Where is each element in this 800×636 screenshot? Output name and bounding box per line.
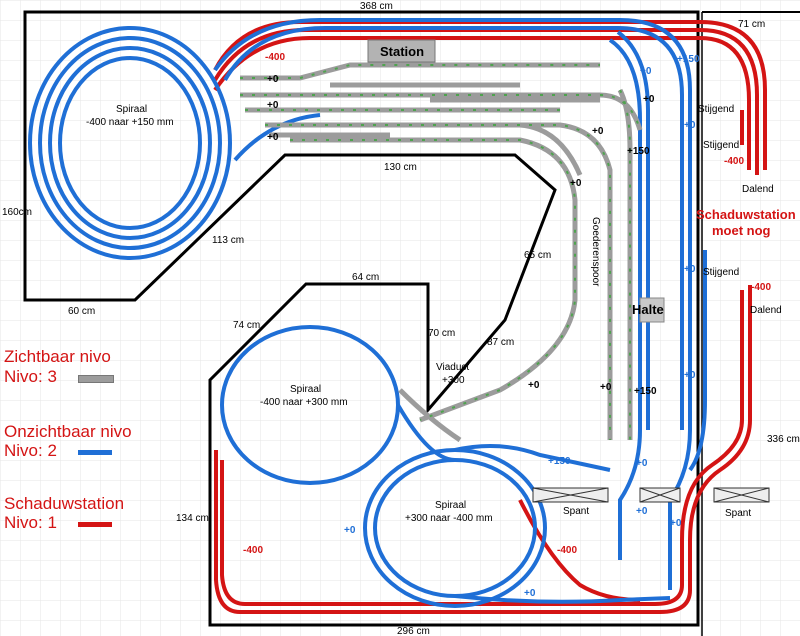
dim-left: 160cm [2,207,32,218]
dim-top: 368 cm [360,1,393,12]
legend-visible-swatch [78,375,114,383]
station-building [367,39,436,63]
spiraal3-title: Spiraal [435,500,466,511]
legend-shadow-title: Schaduwstation [4,494,125,513]
level-plus0: +0 [600,382,612,393]
dim-bottom-left: 60 cm [68,306,95,317]
level-markers: +0 +0 +0 +0 +0 +0 +0 +0 +150 +150 +0 +15… [243,52,771,599]
level-minus400: -400 [724,156,744,167]
level-plus0-hidden: +0 [344,525,356,536]
level-plus150-hidden: +150 [677,54,700,65]
halte-label: Halte [632,302,664,317]
level-plus0-hidden: +0 [640,66,652,77]
dim-diag2: 87 cm [487,337,514,348]
level-plus0-hidden: +0 [684,370,696,381]
dim-bottom: 296 cm [397,626,430,636]
level-plus150: +150 [634,386,657,397]
spant-label-2: Spant [725,508,751,519]
dim-lower-left: 134 cm [176,513,209,524]
legend-shadow-swatch [78,522,112,527]
dim-right: 336 cm [767,434,800,445]
spiraal2-title: Spiraal [290,384,321,395]
level-plus0: +0 [570,178,582,189]
viaduct-level: +300 [442,375,465,386]
spant-trusses [532,487,770,503]
dim-viaduct-side: 70 cm [428,328,455,339]
dim-top-right: 71 cm [738,19,765,30]
spiraal1-range: -400 naar +150 mm [86,117,174,128]
level-plus0: +0 [267,100,279,111]
level-minus400: -400 [557,545,577,556]
baseboard-outline [23,10,800,636]
spant-label-1: Spant [563,506,589,517]
level-plus150: +150 [627,146,650,157]
level-plus0-hidden: +0 [670,518,682,529]
spiraal3-range: +300 naar -400 mm [405,513,493,524]
level-plus0: +0 [592,126,604,137]
level-plus0-hidden: +0 [636,506,648,517]
labels: Station Halte Spiraal -400 naar +150 mm … [86,44,796,524]
stijgend-label-2: Stijgend [703,140,739,151]
legend-hidden-sub: Nivo: 2 [4,441,57,460]
dim-inner-top: 64 cm [352,272,379,283]
halte-building [639,297,665,323]
legend-hidden-title: Onzichtbaar nivo [4,422,132,441]
level-plus0-hidden: +0 [636,458,648,469]
dim-diag: 113 cm [212,235,244,246]
level-minus400: -400 [751,282,771,293]
viaduct-title: Viaduct [436,362,469,373]
level-minus400: -400 [243,545,263,556]
level-plus0: +0 [528,380,540,391]
dim-mid-top: 130 cm [384,162,417,173]
dalend-label-2: Dalend [750,305,782,316]
dim-goederen-left: 65 cm [524,250,551,261]
level-plus0: +0 [643,94,655,105]
level-minus400: -400 [265,52,285,63]
dalend-label-1: Dalend [742,184,774,195]
stijgend-label-1: Stijgend [698,104,734,115]
level-plus0-hidden: +0 [684,264,696,275]
level-plus0: +0 [267,74,279,85]
schaduwstation-note: moet nog [712,223,771,238]
legend-visible-title: Zichtbaar nivo [4,347,111,366]
stijgend-label-3: Stijgend [703,267,739,278]
legend-hidden-swatch [78,450,112,455]
station-label: Station [380,44,424,59]
legend-shadow-sub: Nivo: 1 [4,513,57,532]
schaduwstation-title: Schaduwstation [696,207,796,222]
dim-inner-left: 74 cm [233,320,260,331]
shadow-track [213,20,767,614]
spiraal1-title: Spiraal [116,104,147,115]
goederenspoor-label: Goederenspoor [590,217,601,287]
level-plus0: +0 [267,132,279,143]
level-plus150-hidden: +150 [548,456,571,467]
legend-visible-sub: Nivo: 3 [4,367,57,386]
level-plus0-hidden: +0 [524,588,536,599]
hidden-track [28,18,707,608]
level-plus0-hidden: +0 [684,120,696,131]
spiraal2-range: -400 naar +300 mm [260,397,348,408]
visible-track-ties [240,64,641,440]
